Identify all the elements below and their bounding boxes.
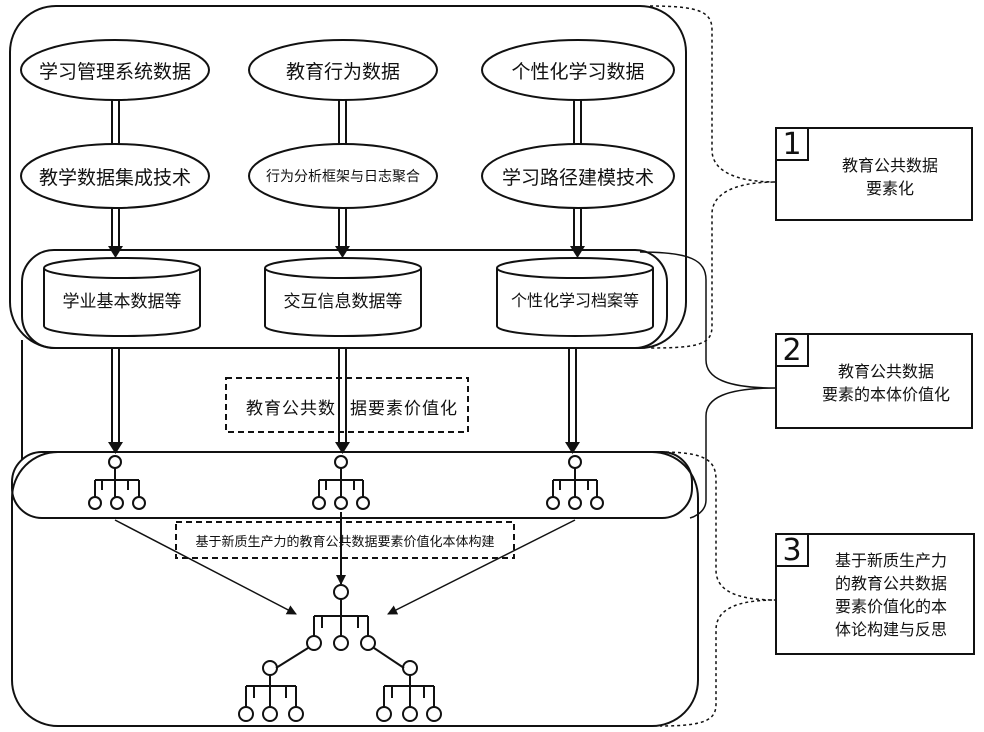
side-box-1-number: 1 xyxy=(782,126,802,162)
hierarchy-icon-2 xyxy=(312,455,370,510)
technique-ellipse-2 xyxy=(248,143,438,209)
database-cylinder-2 xyxy=(264,257,422,337)
side-box-2-number-frame xyxy=(775,333,809,367)
brace-stage-2 xyxy=(639,251,777,519)
side-box-3-number: 3 xyxy=(782,532,802,568)
double-arrow-2 xyxy=(335,208,350,258)
database-label-1: 学业基本数据等 xyxy=(62,291,182,312)
technique-label-2: 行为分析框架与日志聚合 xyxy=(266,169,420,185)
double-connector-3 xyxy=(573,100,582,144)
side-box-2 xyxy=(775,333,973,429)
hierarchy-icon-1 xyxy=(88,455,146,510)
database-label-2: 交互信息数据等 xyxy=(283,291,403,312)
value-label-left: 教育公共数 xyxy=(246,398,336,419)
database-cylinder-3 xyxy=(496,257,654,337)
long-arrow-2-overlay xyxy=(338,378,347,432)
source-label-1: 学习管理系统数据 xyxy=(38,60,191,83)
construct-label: 基于新质生产力的教育公共数据要素价值化本体构建 xyxy=(195,534,495,550)
side-box-2-number: 2 xyxy=(782,332,802,368)
source-label-3: 个性化学习数据 xyxy=(511,60,645,83)
technique-ellipse-3 xyxy=(481,143,675,209)
technique-label-3: 学习路径建模技术 xyxy=(501,166,654,189)
value-label-right: 据要素价值化 xyxy=(350,398,458,419)
side-box-3-text: 基于新质生产力 的教育公共数据 要素价值化的本 体论构建与反思 xyxy=(834,551,947,639)
brace-stage-1 xyxy=(649,5,777,349)
database-label-3: 个性化学习档案等 xyxy=(510,291,639,310)
double-connector-2 xyxy=(338,100,347,144)
ontology-tree xyxy=(238,584,442,722)
stage-3-container xyxy=(11,451,699,727)
converge-arrow-right xyxy=(387,519,576,615)
side-box-1-text: 教育公共数据 要素化 xyxy=(841,156,938,198)
side-box-1-number-frame xyxy=(775,127,809,161)
double-arrow-1 xyxy=(108,208,123,258)
side-box-2-text: 教育公共数据 要素的本体价值化 xyxy=(821,362,950,404)
construct-label-dashed-box xyxy=(175,521,515,559)
source-ellipse-2 xyxy=(248,39,438,101)
long-arrow-3 xyxy=(565,348,580,454)
database-cylinder-1 xyxy=(43,257,201,337)
side-box-1 xyxy=(775,127,973,221)
hierarchy-icon-3 xyxy=(546,455,604,510)
side-box-3-number-frame xyxy=(775,533,809,567)
long-arrow-1 xyxy=(108,348,123,454)
source-ellipse-3 xyxy=(481,39,675,101)
converge-arrow-left xyxy=(114,519,297,615)
side-box-3 xyxy=(775,533,975,655)
technique-label-1: 教学数据集成技术 xyxy=(38,166,191,189)
technique-ellipse-1 xyxy=(20,143,210,209)
source-label-2: 教育行为数据 xyxy=(285,60,400,83)
brace-stage-3 xyxy=(659,451,777,727)
double-arrow-3 xyxy=(570,208,585,258)
double-connector-1 xyxy=(111,100,120,144)
source-ellipse-1 xyxy=(20,39,210,101)
